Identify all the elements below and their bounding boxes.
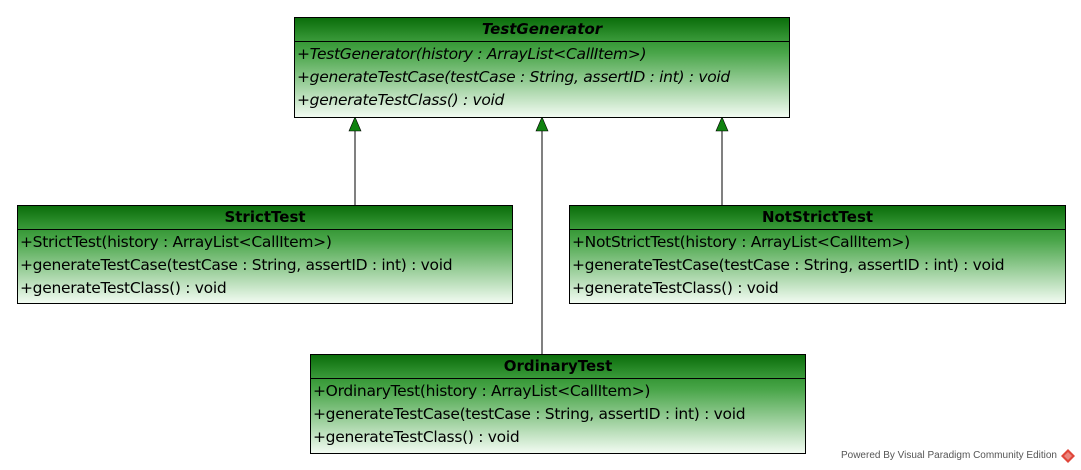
class-box-strict-test[interactable]: StrictTest +StrictTest(history : ArrayLi… — [17, 205, 513, 304]
operation-generate-test-class: +generateTestClass() : void — [297, 91, 505, 109]
operation-generate-test-class: +generateTestClass() : void — [572, 279, 779, 297]
operations-compartment: +OrdinaryTest(history : ArrayList<CallIt… — [311, 379, 805, 449]
operation-generate-test-case: +generateTestCase(testCase : String, ass… — [313, 405, 746, 423]
operation-constructor: +OrdinaryTest(history : ArrayList<CallIt… — [313, 382, 651, 400]
operation-constructor: +StrictTest(history : ArrayList<CallItem… — [20, 233, 332, 251]
class-name: StrictTest — [18, 206, 512, 230]
ordinary-test-arrowhead — [535, 116, 549, 132]
operation-constructor: +TestGenerator(history : ArrayList<CallI… — [297, 45, 647, 63]
class-name: OrdinaryTest — [311, 355, 805, 379]
class-box-test-generator[interactable]: TestGenerator +TestGenerator(history : A… — [294, 17, 790, 118]
operation-generate-test-case: +generateTestCase(testCase : String, ass… — [20, 256, 453, 274]
operation-constructor: +NotStrictTest(history : ArrayList<CallI… — [572, 233, 910, 251]
class-name: TestGenerator — [295, 18, 789, 42]
operations-compartment: +TestGenerator(history : ArrayList<CallI… — [295, 42, 789, 112]
operations-compartment: +NotStrictTest(history : ArrayList<CallI… — [570, 230, 1065, 300]
powered-by-watermark: Powered By Visual Paradigm Community Edi… — [840, 450, 1057, 461]
operation-generate-test-case: +generateTestCase(testCase : String, ass… — [572, 256, 1005, 274]
operation-generate-test-case: +generateTestCase(testCase : String, ass… — [297, 68, 730, 86]
operations-compartment: +StrictTest(history : ArrayList<CallItem… — [18, 230, 512, 300]
visual-paradigm-logo-icon — [1061, 449, 1075, 463]
strict-test-arrowhead — [348, 116, 362, 132]
not-strict-test-arrowhead — [715, 116, 729, 132]
operation-generate-test-class: +generateTestClass() : void — [20, 279, 227, 297]
class-box-not-strict-test[interactable]: NotStrictTest +NotStrictTest(history : A… — [569, 205, 1066, 304]
operation-generate-test-class: +generateTestClass() : void — [313, 428, 520, 446]
class-name: NotStrictTest — [570, 206, 1065, 230]
class-box-ordinary-test[interactable]: OrdinaryTest +OrdinaryTest(history : Arr… — [310, 354, 806, 454]
